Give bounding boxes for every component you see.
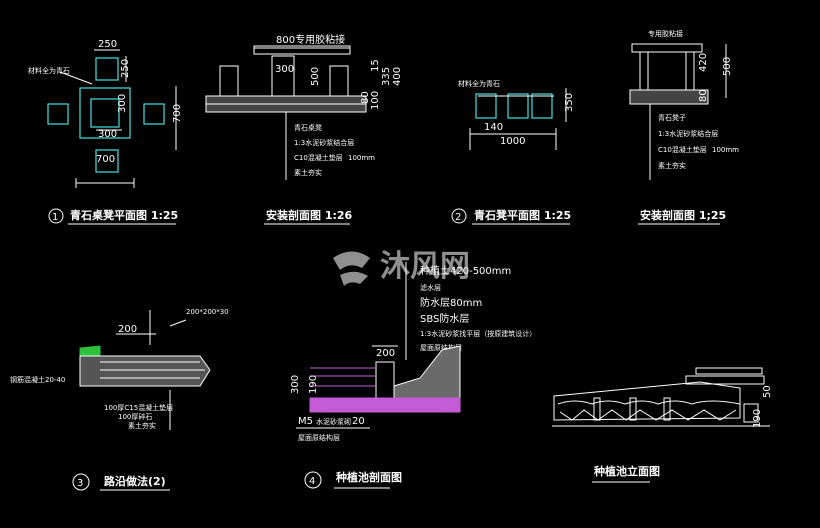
drawing-4-stool-section: 专用胶粘接 420 80 500 青石凳子 1:3水泥砂浆结合层 C10混凝土垫… xyxy=(629,29,739,225)
d2-layer-4: 素土夯实 xyxy=(294,168,322,177)
d6-layer-0: 滤水层 xyxy=(420,283,441,292)
drawing-7-planter-elevation: 50 190 种植池立面图 xyxy=(552,367,773,483)
d1-dim-top: 250 xyxy=(98,39,117,50)
d2-layer-2: C10混凝土垫层 xyxy=(294,153,343,162)
d2-layer-0: 青石桌凳 xyxy=(294,123,322,132)
d6-d300: 300 xyxy=(290,375,301,394)
watermark: 沐风网 xyxy=(333,249,470,286)
d3-title: 青石凳平面图 1:25 xyxy=(474,208,571,222)
d3-d1000: 1000 xyxy=(500,136,525,147)
d5-top-note: 200*200*30 xyxy=(186,308,229,316)
d2-stack-2: 400 xyxy=(392,67,403,86)
d2-title: 安装剖面图 1:26 xyxy=(266,208,353,222)
d5-number: 3 xyxy=(77,478,83,489)
d1-note: 材料全为青石 xyxy=(28,66,70,75)
drawing-5-curb-detail: 200*200*30 200 钢筋混凝土20-40 100厚C15混凝土垫层 1… xyxy=(10,308,229,491)
d4-layer-0: 青石凳子 xyxy=(658,113,686,122)
d2-left-1: 80 xyxy=(360,91,371,104)
d6-bottom-note: 屋面原结构层 xyxy=(298,433,340,442)
d4-title: 安装剖面图 1;25 xyxy=(640,208,726,222)
d3-number: 2 xyxy=(455,212,461,223)
d6-number: 4 xyxy=(309,476,315,487)
d7-d190: 190 xyxy=(752,409,763,428)
d2-layer-1: 1:3水泥砂浆结合层 xyxy=(294,138,354,147)
d7-title: 种植池立面图 xyxy=(593,464,660,478)
d6-layer-1: 防水层80mm xyxy=(420,296,482,309)
d5-title: 路沿做法(2) xyxy=(104,474,166,488)
d4-layer-3: 100mm xyxy=(712,146,739,154)
d1-dim-right: 700 xyxy=(172,104,183,123)
d1-dim-bottom: 700 xyxy=(96,154,115,165)
d2-left-0: 100 xyxy=(370,91,381,110)
d5-label-2: 素土夯实 xyxy=(128,421,156,430)
d3-d350: 350 xyxy=(564,93,575,112)
drawing-2-section: 800专用胶粘接 300 500 15 335 400 100 80 青石桌凳 … xyxy=(205,33,403,225)
d4-d500: 500 xyxy=(722,57,733,76)
d1-dim-center: 300 xyxy=(98,129,117,140)
d4-layer-4: 素土夯实 xyxy=(658,161,686,170)
d6-layer-4: 屋面原结构层 xyxy=(420,343,462,352)
d2-d500: 500 xyxy=(310,67,321,86)
watermark-logo-icon xyxy=(333,251,370,286)
watermark-text: 沐风网 xyxy=(380,249,470,284)
d6-m5: M5 xyxy=(298,416,313,427)
d5-label-1: 100厚碎石 xyxy=(118,412,152,421)
d2-layer-3: 100mm xyxy=(348,154,375,162)
d4-top-label: 专用胶粘接 xyxy=(648,29,683,38)
d6-d190: 190 xyxy=(308,375,319,394)
d2-right-stack: 15 335 400 xyxy=(370,59,403,86)
d2-d300: 300 xyxy=(275,64,294,75)
d4-stack-1: 80 xyxy=(698,89,709,102)
d6-d200: 200 xyxy=(376,348,395,359)
d6-m5-num: 20 xyxy=(352,416,365,427)
d2-stack-1: 335 xyxy=(381,67,392,86)
d1-title: 青石桌凳平面图 1:25 xyxy=(70,208,178,222)
d2-top-label: 800专用胶粘接 xyxy=(276,33,345,46)
d5-label-0: 100厚C15混凝土垫层 xyxy=(104,403,173,412)
d1-dim-mid: 300 xyxy=(117,94,128,113)
d3-note: 材料全为青石 xyxy=(458,79,500,88)
drawing-6-planter-section: 种植土420-500mm 滤水层 防水层80mm SBS防水层 1:3水泥砂浆找… xyxy=(290,262,536,489)
d6-m5-note: 水泥砂浆砌 xyxy=(316,417,351,426)
d4-stack-0: 420 xyxy=(698,53,709,72)
drawing-3-stool-plan: 材料全为青石 140 1000 350 2 青石凳平面图 1:25 xyxy=(451,79,575,225)
d5-left-note: 钢筋混凝土20-40 xyxy=(10,375,65,384)
d3-d140: 140 xyxy=(484,122,503,133)
d2-stack-0: 15 xyxy=(370,59,381,72)
d4-layer-2: C10混凝土垫层 xyxy=(658,145,707,154)
d5-d200: 200 xyxy=(118,324,137,335)
d6-title: 种植池剖面图 xyxy=(335,470,402,484)
d4-layer-1: 1:3水泥砂浆结合层 xyxy=(658,129,718,138)
d7-d50: 50 xyxy=(762,385,773,398)
d1-dim-side: 250 xyxy=(120,59,131,78)
d6-layer-2: SBS防水层 xyxy=(420,312,469,325)
d6-top-text: 种植土420-500mm xyxy=(420,264,511,277)
d6-layer-3: 1:3水泥砂浆找平层（按原建筑设计） xyxy=(420,329,536,338)
d1-number: 1 xyxy=(52,212,58,223)
drawing-1-table-plan: 材料全为青石 250 250 300 300 700 700 1 青石桌凳平面图… xyxy=(28,39,183,225)
